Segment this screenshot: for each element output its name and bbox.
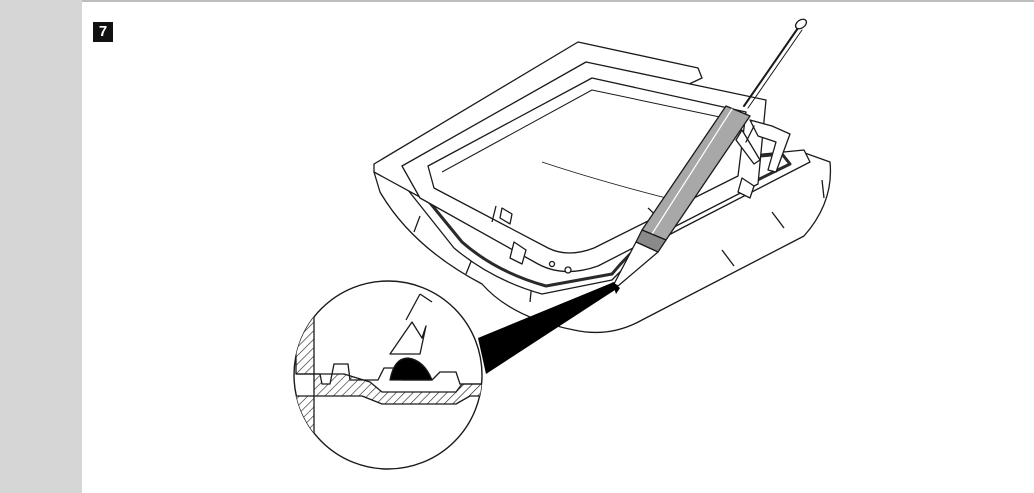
- gun-trigger: [735, 129, 761, 165]
- corner-bracket-left: [499, 207, 513, 225]
- callout-wedge: [478, 282, 618, 374]
- frame-wall-section: [295, 301, 315, 375]
- caulk-nozzle: [613, 241, 659, 287]
- corner-bracket-right: [737, 177, 755, 199]
- left-margin: [0, 0, 82, 493]
- detail-magnifier: [293, 280, 483, 470]
- sealant-bead-section: [389, 357, 433, 381]
- nozzle-detail: [389, 321, 427, 355]
- instruction-panel: 7: [82, 0, 1034, 493]
- flange-section: [295, 373, 482, 405]
- installation-illustration: [293, 18, 832, 470]
- caulking-gun: [613, 18, 808, 287]
- gun-handle: [749, 119, 791, 173]
- corner-bracket-front: [509, 241, 527, 265]
- step-number-badge: 7: [93, 22, 113, 42]
